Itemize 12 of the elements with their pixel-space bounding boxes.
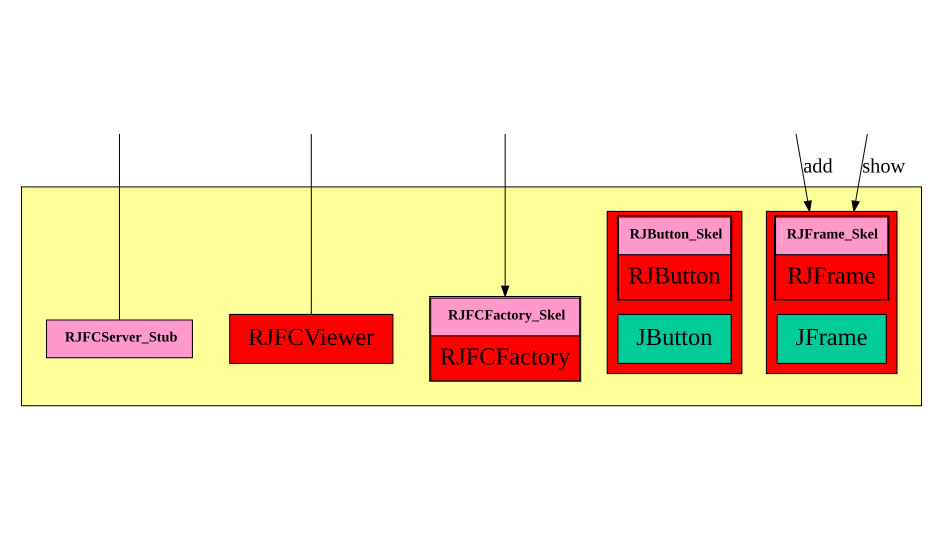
- cluster: [21, 186, 922, 406]
- connector: [310, 133, 312, 314]
- connector: [118, 133, 120, 320]
- arrow: [851, 133, 868, 212]
- arrow: [500, 133, 510, 298]
- node-box: RJFCServer_Stub: [46, 319, 193, 358]
- node-box: RJFCViewer: [229, 313, 394, 364]
- arrow: [796, 133, 812, 212]
- node-box: JButton: [617, 313, 732, 364]
- edge-label: show: [862, 155, 906, 178]
- edge-label: add: [803, 155, 833, 178]
- node-box: JFrame: [776, 313, 887, 364]
